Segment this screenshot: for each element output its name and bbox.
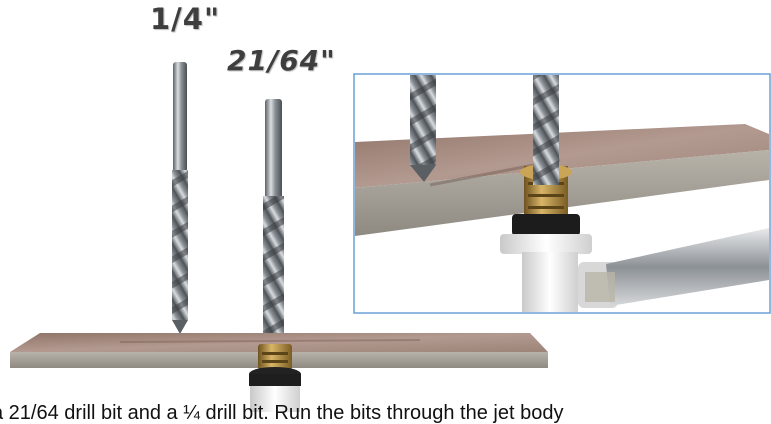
- twenty-one-sixty-fourth-drill-bit: [263, 99, 284, 346]
- quarter-inch-drill-bit: [172, 62, 188, 334]
- instruction-caption: a 21/64 drill bit and a ¼ drill bit. Run…: [0, 402, 564, 424]
- twenty-one-sixty-fourth-inch-label: 21/64": [227, 44, 336, 77]
- jet-body: [249, 344, 301, 412]
- quarter-inch-label: 1/4": [150, 2, 221, 36]
- inset-detail-view: [353, 73, 771, 314]
